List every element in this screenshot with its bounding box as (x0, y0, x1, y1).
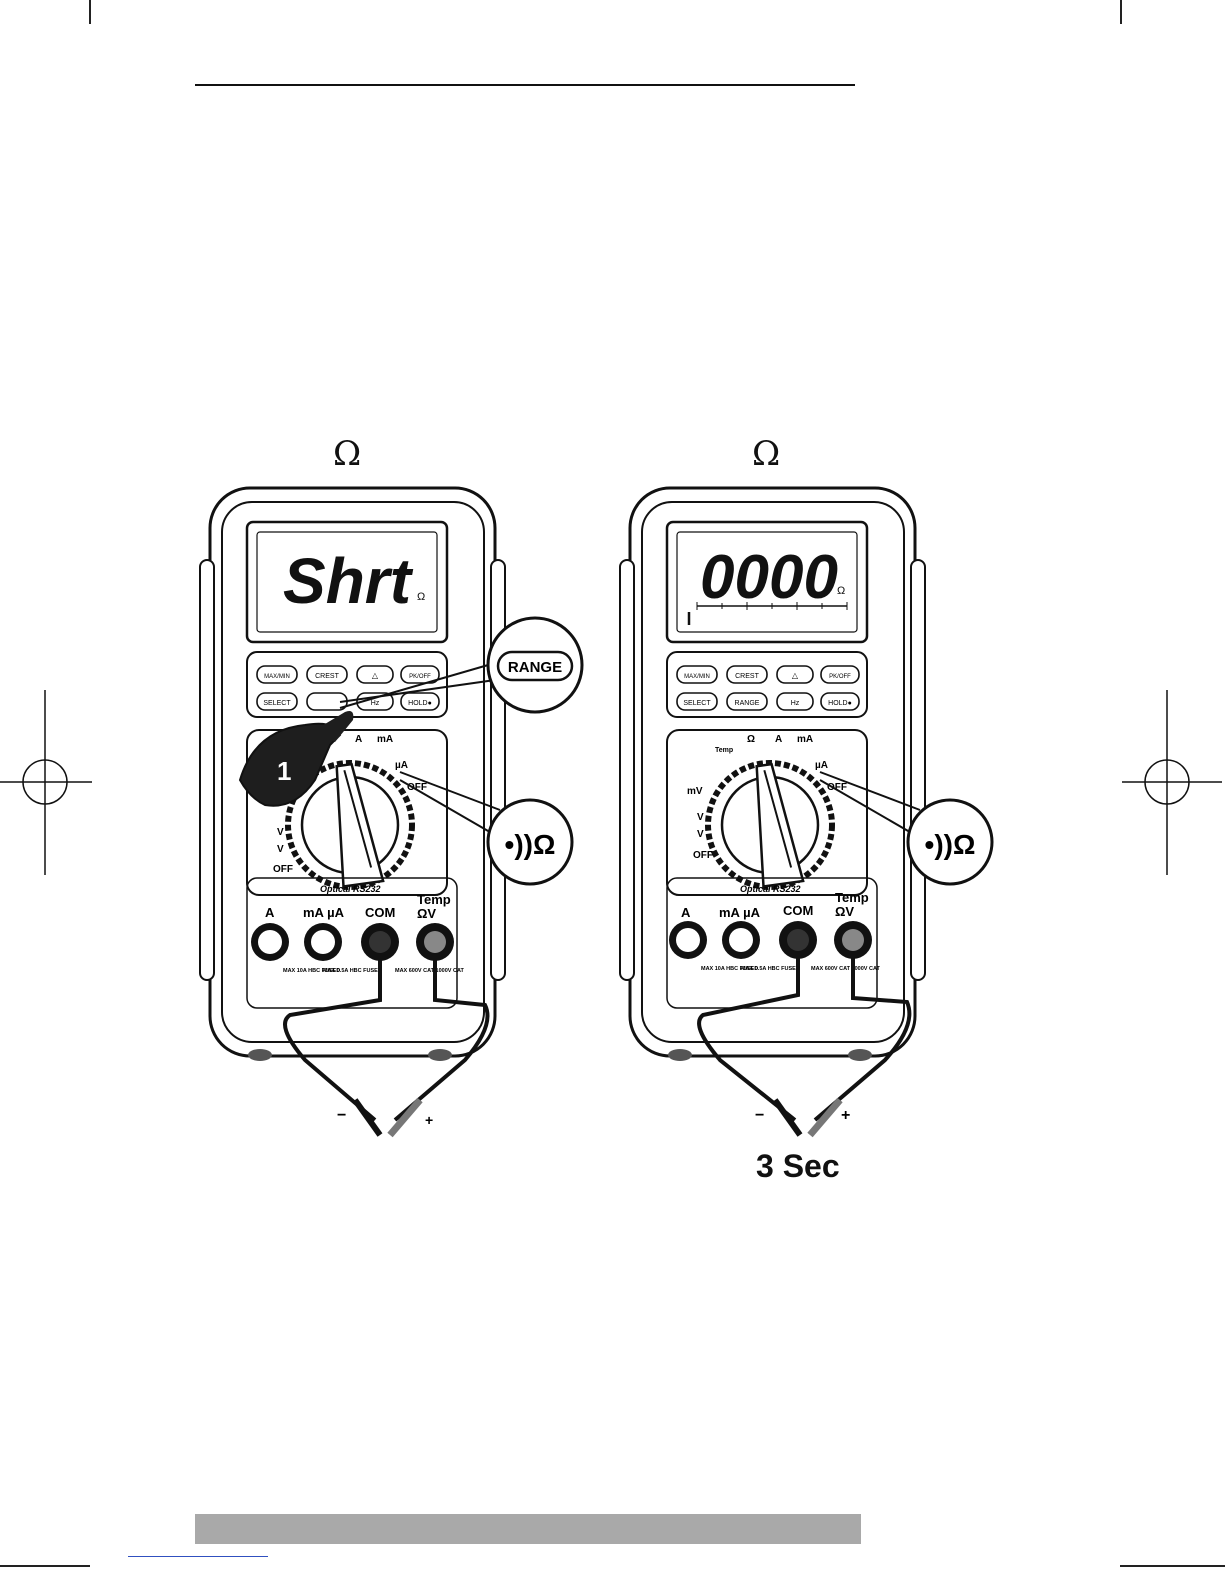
svg-text:ΩV: ΩV (835, 904, 854, 919)
svg-text:V: V (277, 844, 284, 855)
svg-text:V: V (277, 827, 284, 838)
figure-2-caption: 3 Sec (756, 1148, 840, 1184)
crop-mark-bottom-link (128, 1556, 268, 1557)
svg-text:mA µA: mA µA (303, 905, 345, 920)
footer-bar (195, 1514, 861, 1544)
crop-mark-top-right (1120, 0, 1122, 24)
svg-text:−: − (755, 1107, 764, 1124)
lcd-reading-1: Shrt (283, 545, 414, 617)
svg-text:MAX/MIN: MAX/MIN (264, 674, 290, 680)
svg-text:µA: µA (395, 760, 408, 771)
header-rule (195, 84, 855, 86)
svg-text:SELECT: SELECT (683, 700, 711, 707)
svg-text:CREST: CREST (315, 673, 339, 680)
svg-text:V: V (697, 812, 704, 823)
svg-text:MAX 0.5A HBC FUSED: MAX 0.5A HBC FUSED (741, 966, 800, 972)
svg-text:Ω: Ω (747, 734, 755, 745)
svg-text:RANGE: RANGE (735, 700, 760, 707)
svg-text:A: A (775, 734, 782, 745)
mode-callout-label: •))Ω (505, 829, 556, 860)
svg-text:MAX 600V CAT 1000V CAT: MAX 600V CAT 1000V CAT (811, 966, 881, 972)
crop-mark-bottom-right (1120, 1565, 1225, 1567)
figure-2-title: Ω (752, 434, 781, 474)
crop-mark-top-left (89, 0, 91, 24)
registration-mark-right (1122, 690, 1222, 875)
svg-text:COM: COM (783, 903, 813, 918)
svg-text:Temp: Temp (835, 890, 869, 905)
svg-text:COM: COM (365, 905, 395, 920)
svg-text:A: A (355, 734, 362, 745)
svg-text:V: V (697, 829, 704, 840)
svg-text:PK/OFF: PK/OFF (829, 674, 851, 680)
svg-text:OFF: OFF (273, 864, 293, 875)
svg-text:mA: mA (377, 734, 393, 745)
svg-text:HOLD●: HOLD● (408, 700, 432, 707)
svg-text:A: A (265, 905, 275, 920)
svg-text:△: △ (372, 671, 379, 680)
svg-text:mV: mV (687, 786, 703, 797)
svg-text:OFF: OFF (693, 850, 713, 861)
svg-text:Hz: Hz (371, 700, 380, 707)
svg-text:+: + (841, 1107, 850, 1124)
svg-text:OFF: OFF (407, 782, 427, 793)
lcd-reading-2: 0000 (700, 543, 838, 612)
svg-text:PK/OFF: PK/OFF (409, 674, 431, 680)
svg-text:µA: µA (815, 760, 828, 771)
crop-mark-bottom-left (0, 1565, 90, 1567)
registration-mark-left (0, 690, 92, 875)
svg-text:Temp: Temp (417, 892, 451, 907)
svg-text:HOLD●: HOLD● (828, 700, 852, 707)
lcd-unit-2: Ω (837, 585, 845, 597)
svg-text:+: + (425, 1112, 433, 1128)
svg-text:MAX/MIN: MAX/MIN (684, 674, 710, 680)
svg-text:Hz: Hz (791, 700, 800, 707)
svg-text:△: △ (792, 671, 799, 680)
svg-text:−: − (337, 1107, 346, 1124)
svg-text:MAX 0.5A HBC FUSED: MAX 0.5A HBC FUSED (323, 968, 382, 974)
svg-text:CREST: CREST (735, 673, 759, 680)
svg-text:Temp: Temp (715, 747, 733, 754)
step-number: 1 (277, 756, 291, 786)
figure-1-title: Ω (333, 434, 362, 474)
svg-text:MAX 10A HBC FUSED: MAX 10A HBC FUSED (283, 968, 340, 974)
mode-callout-label-2: •))Ω (925, 829, 976, 860)
svg-text:MAX 10A HBC FUSED: MAX 10A HBC FUSED (701, 966, 758, 972)
svg-text:mA µA: mA µA (719, 905, 761, 920)
multimeter-figure-2: 0000 Ω MAX/MIN CREST △ PK/OFF SELECT RAN… (619, 486, 994, 1138)
svg-text:A: A (681, 905, 691, 920)
lcd-unit-1: Ω (417, 591, 425, 603)
svg-text:OFF: OFF (827, 782, 847, 793)
range-callout-label: RANGE (508, 659, 562, 676)
svg-text:mA: mA (797, 734, 813, 745)
svg-text:MAX 600V CAT 1000V CAT: MAX 600V CAT 1000V CAT (395, 968, 465, 974)
svg-text:SELECT: SELECT (263, 700, 291, 707)
brand-label-2: Optical RS232 (740, 884, 801, 894)
brand-label-1: Optical RS232 (320, 884, 381, 894)
svg-text:ΩV: ΩV (417, 906, 436, 921)
multimeter-figure-1: Shrt Ω MAX/MIN CREST △ PK/OFF SELECT Hz … (199, 486, 584, 1138)
